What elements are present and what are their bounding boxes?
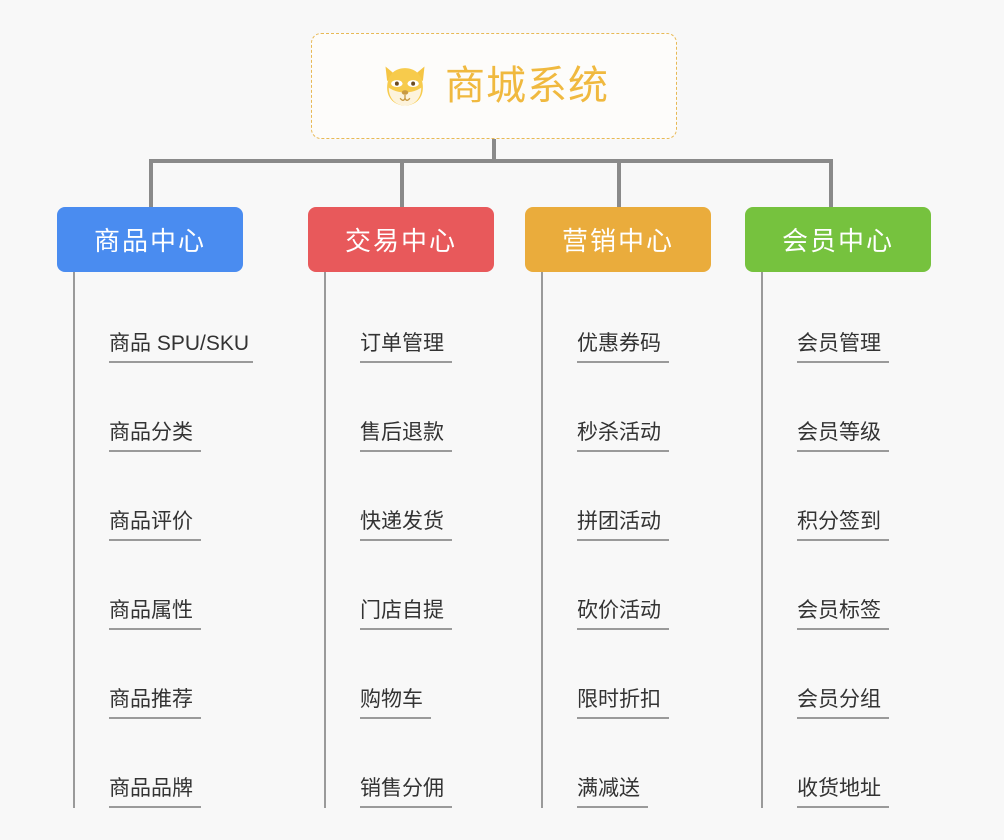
branch-trade-center: 交易中心 订单管理 售后退款 快递发货 门店自提 购物车 销售分佣 <box>308 207 494 808</box>
leaf-item[interactable]: 积分签到 <box>763 452 931 541</box>
leaf-item[interactable]: 门店自提 <box>326 541 494 630</box>
leaf-label: 会员等级 <box>797 420 889 452</box>
leaf-label: 商品 SPU/SKU <box>109 331 254 363</box>
leaf-item[interactable]: 会员等级 <box>763 363 931 452</box>
branch-header-1[interactable]: 商品中心 <box>57 207 243 272</box>
leaf-label: 销售分佣 <box>360 776 452 808</box>
branch-marketing-center: 营销中心 优惠券码 秒杀活动 拼团活动 砍价活动 限时折扣 满减送 <box>525 207 711 808</box>
root-title: 商城系统 <box>445 64 609 108</box>
branch-product-center: 商品中心 商品 SPU/SKU 商品分类 商品评价 商品属性 商品推荐 商品品牌 <box>57 207 254 808</box>
leaf-label: 商品评价 <box>109 509 201 541</box>
leaf-label: 购物车 <box>360 687 431 719</box>
leaf-label: 优惠券码 <box>577 331 669 363</box>
branch-member-center: 会员中心 会员管理 会员等级 积分签到 会员标签 会员分组 收货地址 <box>745 207 931 808</box>
branch-header-3[interactable]: 营销中心 <box>525 207 711 272</box>
leaf-item[interactable]: 会员管理 <box>763 274 931 363</box>
leaf-item[interactable]: 拼团活动 <box>543 452 711 541</box>
leaf-item[interactable]: 购物车 <box>326 630 494 719</box>
leaf-item[interactable]: 商品分类 <box>75 363 243 452</box>
branch-header-label-3: 营销中心 <box>561 226 674 256</box>
leaf-label: 积分签到 <box>797 509 889 541</box>
leaf-label: 快递发货 <box>360 509 452 541</box>
leaf-item[interactable]: 会员标签 <box>763 541 931 630</box>
leaf-item[interactable]: 订单管理 <box>326 274 494 363</box>
leaf-item[interactable]: 优惠券码 <box>543 274 711 363</box>
leaf-item[interactable]: 售后退款 <box>326 363 494 452</box>
leaf-item[interactable]: 快递发货 <box>326 452 494 541</box>
leaf-label: 商品属性 <box>109 598 201 630</box>
connector-horizontal-bar <box>149 159 833 163</box>
leaf-label: 售后退款 <box>360 420 452 452</box>
leaf-item[interactable]: 满减送 <box>543 719 711 808</box>
leaf-label: 会员管理 <box>797 331 889 363</box>
leaf-item[interactable]: 秒杀活动 <box>543 363 711 452</box>
connector-root-stem <box>492 139 496 163</box>
leaf-label: 限时折扣 <box>577 687 669 719</box>
leaf-item[interactable]: 砍价活动 <box>543 541 711 630</box>
leaf-list-1: 商品 SPU/SKU 商品分类 商品评价 商品属性 商品推荐 商品品牌 <box>73 272 254 808</box>
branch-header-2[interactable]: 交易中心 <box>308 207 494 272</box>
leaf-list-4: 会员管理 会员等级 积分签到 会员标签 会员分组 收货地址 <box>761 272 931 808</box>
connector-drop-4 <box>829 159 833 209</box>
leaf-item[interactable]: 会员分组 <box>763 630 931 719</box>
leaf-label: 收货地址 <box>797 776 889 808</box>
leaf-item[interactable]: 销售分佣 <box>326 719 494 808</box>
leaf-label: 会员分组 <box>797 687 889 719</box>
connector-drop-3 <box>617 159 621 209</box>
connector-drop-2 <box>400 159 404 209</box>
leaf-label: 订单管理 <box>360 331 452 363</box>
leaf-item[interactable]: 商品推荐 <box>75 630 243 719</box>
leaf-label: 商品分类 <box>109 420 201 452</box>
leaf-label: 会员标签 <box>797 598 889 630</box>
leaf-label: 商品品牌 <box>109 776 201 808</box>
leaf-item[interactable]: 商品属性 <box>75 541 243 630</box>
leaf-list-2: 订单管理 售后退款 快递发货 门店自提 购物车 销售分佣 <box>324 272 494 808</box>
leaf-item[interactable]: 商品品牌 <box>75 719 243 808</box>
leaf-label: 秒杀活动 <box>577 420 669 452</box>
leaf-label: 商品推荐 <box>109 687 201 719</box>
branch-header-label-2: 交易中心 <box>344 226 457 256</box>
leaf-item[interactable]: 收货地址 <box>763 719 931 808</box>
leaf-item[interactable]: 商品评价 <box>75 452 243 541</box>
leaf-label: 拼团活动 <box>577 509 669 541</box>
leaf-list-3: 优惠券码 秒杀活动 拼团活动 砍价活动 限时折扣 满减送 <box>541 272 711 808</box>
branch-header-4[interactable]: 会员中心 <box>745 207 931 272</box>
branch-header-label-4: 会员中心 <box>781 226 894 256</box>
connector-drop-1 <box>149 159 153 209</box>
leaf-label: 满减送 <box>577 776 648 808</box>
leaf-label: 门店自提 <box>360 598 452 630</box>
leaf-item[interactable]: 限时折扣 <box>543 630 711 719</box>
leaf-item[interactable]: 商品 SPU/SKU <box>75 274 254 363</box>
branch-header-label-1: 商品中心 <box>93 226 206 256</box>
root-node[interactable]: 商城系统 <box>311 33 677 139</box>
shiba-dog-icon <box>385 66 425 106</box>
leaf-label: 砍价活动 <box>577 598 669 630</box>
